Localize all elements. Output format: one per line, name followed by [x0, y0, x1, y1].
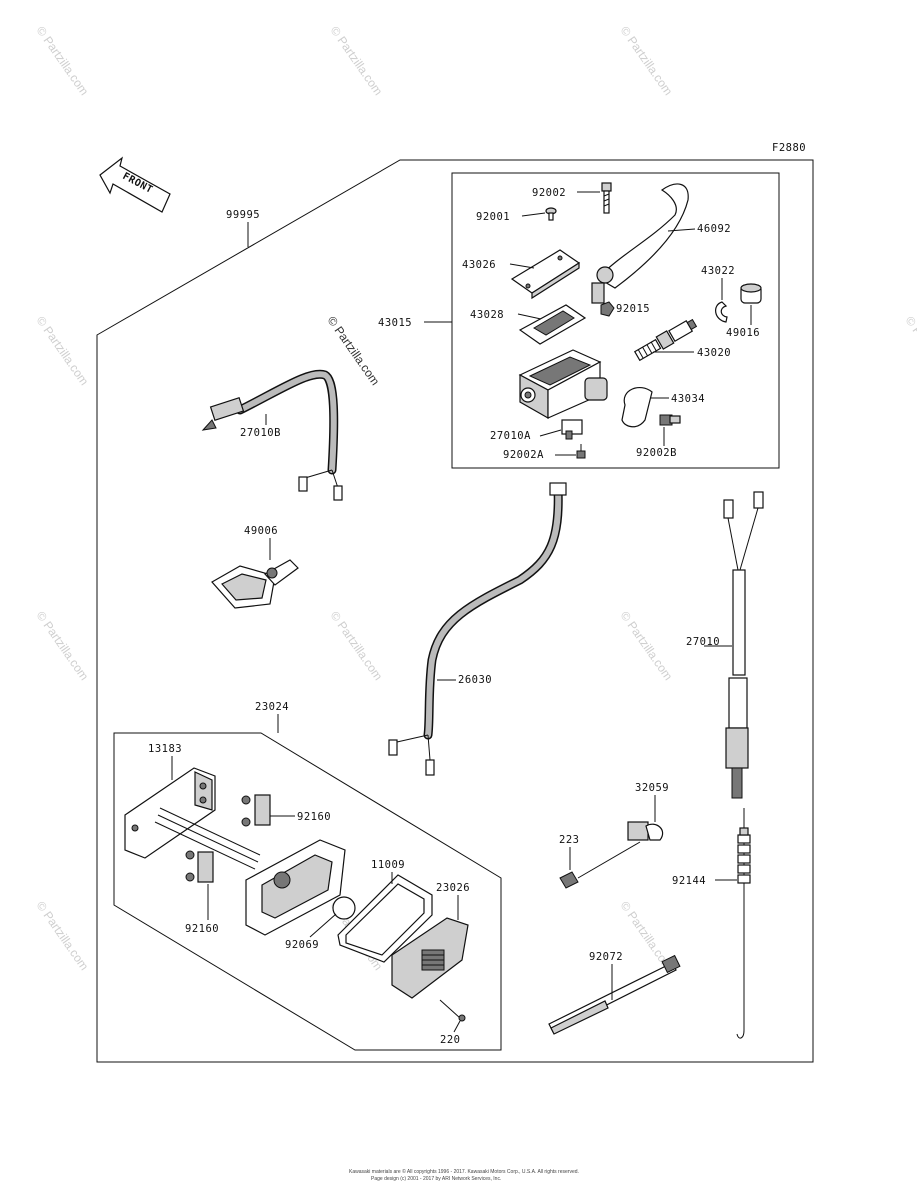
label-92072: 92072: [589, 951, 623, 963]
watermark-l3: © Partzilla.com: [34, 899, 92, 973]
label-11009: 11009: [371, 859, 405, 871]
watermark-tl: © Partzilla.com: [34, 24, 92, 98]
watermark-mr: © Partzilla.com: [903, 314, 917, 388]
label-220: 220: [440, 1034, 460, 1046]
watermark-tc: © Partzilla.com: [328, 24, 386, 98]
label-43022: 43022: [701, 265, 735, 277]
lens-grid: [421, 949, 445, 971]
footer-design: Page design (c) 2001 - 2017 by ARI Netwo…: [371, 1176, 501, 1182]
label-92002B: 92002B: [636, 447, 677, 459]
label-23026: 23026: [436, 882, 470, 894]
label-92069: 92069: [285, 939, 319, 951]
label-223: 223: [559, 834, 579, 846]
cable-26030: [388, 482, 567, 776]
holder-49006: [211, 559, 299, 609]
label-92002A: 92002A: [503, 449, 544, 461]
label-26030: 26030: [458, 674, 492, 686]
label-23024: 23024: [255, 701, 289, 713]
switch-27010: [723, 491, 764, 799]
front-arrow: FRONT: [99, 156, 171, 213]
figure-code: F2880: [772, 142, 806, 154]
label-99995: 99995: [226, 209, 260, 221]
watermark-ml: © Partzilla.com: [34, 314, 92, 388]
label-43034: 43034: [671, 393, 705, 405]
watermark-c2: © Partzilla.com: [328, 609, 386, 683]
label-43020: 43020: [697, 347, 731, 359]
watermark-tr: © Partzilla.com: [618, 24, 676, 98]
label-27010: 27010: [686, 636, 720, 648]
light-kit-box: [113, 732, 502, 1051]
label-27010B: 27010B: [240, 427, 281, 439]
label-92160-a: 92160: [297, 811, 331, 823]
label-43015: 43015: [378, 317, 412, 329]
label-92002: 92002: [532, 187, 566, 199]
label-92160-b: 92160: [185, 923, 219, 935]
master-cylinder-assembly: [510, 182, 762, 459]
master-cylinder-box: [451, 172, 780, 469]
kit-outline: [96, 159, 814, 1063]
label-92001: 92001: [476, 211, 510, 223]
tube-92144: [736, 808, 751, 1039]
label-27010A: 27010A: [490, 430, 531, 442]
label-43026: 43026: [462, 259, 496, 271]
watermark-l2: © Partzilla.com: [34, 609, 92, 683]
label-92144: 92144: [672, 875, 706, 887]
label-43028: 43028: [470, 309, 504, 321]
light-kit-assembly: [124, 767, 469, 1022]
label-46092: 46092: [697, 223, 731, 235]
switch-27010b: [201, 369, 343, 501]
watermark-main: © Partzilla.com: [325, 314, 383, 388]
watermark-r2: © Partzilla.com: [618, 609, 676, 683]
footer-copyright: Kawasaki materials are © All copyrights …: [349, 1168, 579, 1175]
label-92015: 92015: [616, 303, 650, 315]
label-32059: 32059: [635, 782, 669, 794]
label-13183: 13183: [148, 743, 182, 755]
bracket-32059: [559, 821, 664, 889]
label-49016: 49016: [726, 327, 760, 339]
label-49006: 49006: [244, 525, 278, 537]
